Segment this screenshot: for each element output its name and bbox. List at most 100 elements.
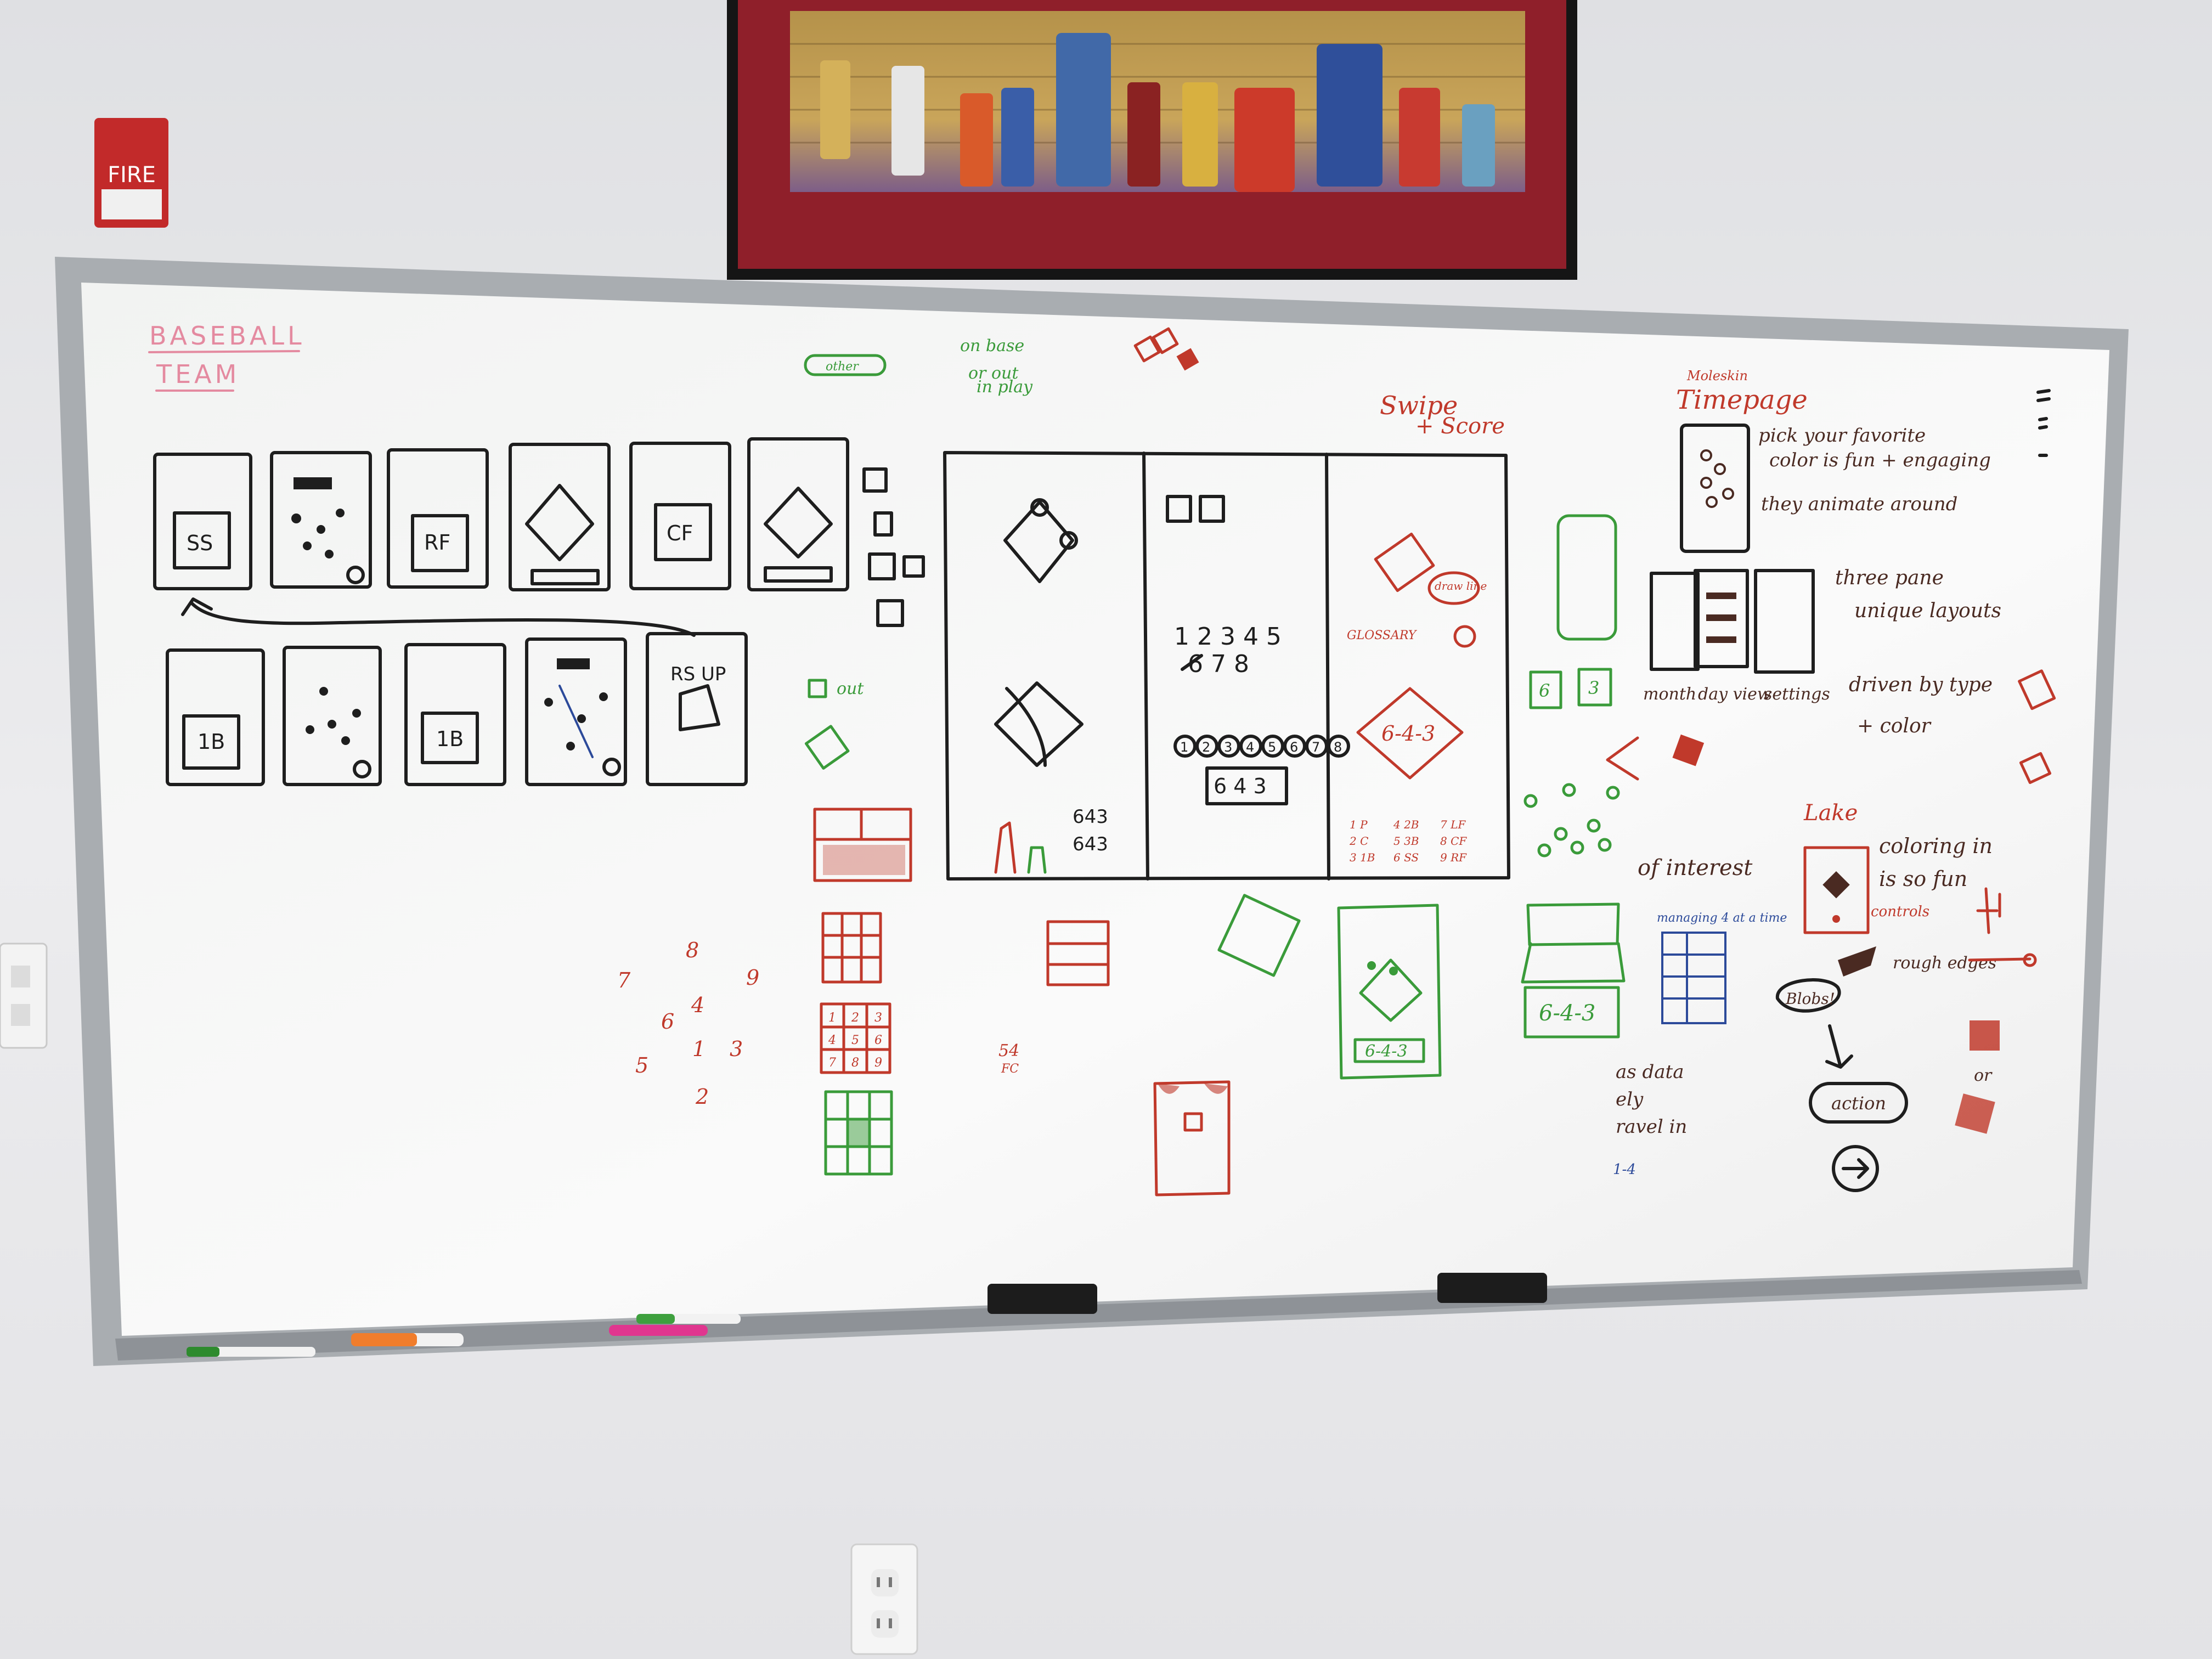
- lake-notes: Lake coloring in is so fun controls roug…: [1775, 669, 2056, 1192]
- circled-box-label: 6 4 3: [1214, 774, 1267, 798]
- rough-edges-note: rough edges: [1893, 953, 1996, 973]
- out-label: out: [837, 679, 864, 698]
- pos-num-9: 9: [746, 966, 759, 990]
- or-label: or: [1974, 1066, 1993, 1085]
- grid-digit-1: 1: [828, 1011, 836, 1025]
- fc-note: FC: [1001, 1062, 1019, 1076]
- circled-digit-1: 1: [1180, 740, 1188, 755]
- dp-label-red: 6-4-3: [1381, 721, 1435, 746]
- timepage-note-1: pick your favorite: [1758, 425, 1926, 447]
- eraser-left: [988, 1284, 1097, 1314]
- blue-note-small: 1-4: [1613, 1161, 1636, 1178]
- small-icon-sketches: [862, 467, 925, 627]
- pos-num-7: 7: [617, 968, 631, 992]
- fire-alarm: FIRE: [94, 118, 168, 228]
- timepage-note-2: color is fun + engaging: [1769, 449, 1991, 471]
- light-switch: [0, 943, 48, 1049]
- marker-tray: [115, 1270, 2082, 1361]
- grid-digit-2: 2: [851, 1011, 859, 1025]
- panel2-numbers-row: 1 2 3 4 5: [1174, 623, 1282, 651]
- wireframe-label-1b-a: 1B: [198, 730, 225, 754]
- fc-num: 54: [998, 1041, 1019, 1060]
- toy-robots: [820, 33, 1495, 192]
- timepage-note-3: they animate around: [1761, 493, 1957, 515]
- blobs-label: Blobs!: [1785, 990, 1835, 1008]
- position-1p: 1 P: [1350, 818, 1368, 831]
- grid-digit-8: 8: [851, 1056, 859, 1070]
- grid-digit-5: 5: [851, 1034, 859, 1047]
- green-box-6: 6: [1539, 680, 1550, 701]
- position-8cf: 8 CF: [1440, 834, 1467, 848]
- driven-by-note-2: + color: [1857, 715, 1932, 737]
- grid-digit-7: 7: [828, 1056, 836, 1070]
- wireframe-label-rf: RF: [424, 531, 450, 555]
- eraser-right: [1437, 1273, 1547, 1303]
- swipe-label: Swipe: [1380, 391, 1458, 420]
- pos-num-6: 6: [661, 1009, 674, 1034]
- fire-alarm-label: FIRE: [108, 162, 156, 188]
- coloring-note-1: coloring in: [1879, 834, 1993, 858]
- red-box-sketches: 1 2 3 4 5 6 7 8 9 54 FC: [813, 808, 1231, 1197]
- whiteboard-surface: [81, 283, 2109, 1336]
- board-title-line2: TEAM: [156, 359, 240, 389]
- wireframes-row-bottom: 1B 1B RS UP: [166, 632, 748, 786]
- board-title-line1: BASEBALL: [149, 321, 305, 351]
- wireframe-label-1b-b: 1B: [436, 727, 464, 751]
- green-dp-2: 6-4-3: [1539, 1001, 1595, 1026]
- power-outlet: [850, 1543, 918, 1655]
- pos-num-2: 2: [695, 1085, 709, 1109]
- pos-num-4: 4: [691, 993, 704, 1017]
- position-42b: 4 2B: [1393, 818, 1419, 831]
- pane-label-settings: settings: [1764, 685, 1830, 704]
- three-pane-note-1: three pane: [1835, 567, 1944, 589]
- framed-poster: [727, 0, 1577, 280]
- panel1-score-a: 643: [1073, 806, 1108, 828]
- green-box-3: 3: [1588, 678, 1599, 698]
- controls-note: controls: [1871, 904, 1929, 920]
- wireframes-row-top: SS RF CF: [153, 437, 849, 591]
- green-dp-1: 6-4-3: [1365, 1042, 1408, 1061]
- pos-num-1: 1: [692, 1037, 706, 1061]
- left-note-2: ely: [1616, 1088, 1644, 1110]
- draw-line-label: draw line: [1435, 579, 1487, 592]
- green-center-sketches: 6-4-3 6 3 6-4-3: [1217, 514, 1626, 1080]
- circled-digit-6: 6: [1290, 740, 1298, 755]
- position-31b: 3 1B: [1350, 851, 1375, 864]
- storyboard-panels: 643 643 1 2 3 4 5 6 7 8 1 2 3 4 5 6 7: [943, 451, 1510, 881]
- green-note-1: on base: [960, 336, 1024, 356]
- circled-digit-2: 2: [1202, 740, 1210, 755]
- grid-digit-6: 6: [874, 1034, 882, 1047]
- left-note-3: ravel in: [1616, 1116, 1687, 1138]
- pane-label-month: month: [1643, 685, 1696, 704]
- green-pill-label: other: [826, 360, 859, 374]
- wireframe-label-cf: CF: [667, 521, 693, 545]
- driven-by-note-1: driven by type: [1849, 674, 1993, 696]
- wireframe-label-rs-up: RS UP: [670, 663, 726, 685]
- positions-list: 1 P 4 2B 7 LF 2 C 5 3B 8 CF 3 1B 6 SS 9 …: [1349, 818, 1467, 864]
- wireframe-label-ss: SS: [187, 531, 213, 555]
- pos-num-5: 5: [635, 1053, 648, 1077]
- managing-note: managing 4 at a time: [1657, 911, 1787, 925]
- position-53b: 5 3B: [1393, 834, 1419, 848]
- green-note-2: or out: [968, 364, 1019, 383]
- green-note-3: in play: [977, 377, 1033, 397]
- action-label: action: [1831, 1093, 1886, 1114]
- position-6ss: 6 SS: [1393, 851, 1419, 864]
- timepage-label: Timepage: [1676, 385, 1808, 415]
- grid-digit-9: 9: [874, 1056, 882, 1070]
- pos-num-3: 3: [730, 1037, 743, 1061]
- panel1-score-b: 643: [1073, 833, 1108, 855]
- coloring-note-2: is so fun: [1879, 867, 1967, 891]
- grid-digit-4: 4: [828, 1034, 836, 1047]
- position-numbers-diagram: 7 8 9 6 4 5 1 3 2: [617, 938, 759, 1109]
- left-note-1: as data: [1616, 1061, 1684, 1083]
- circled-digit-8: 8: [1334, 740, 1342, 755]
- three-pane-note-2: unique layouts: [1854, 600, 2001, 622]
- position-9rf: 9 RF: [1440, 851, 1467, 864]
- green-sketches-left: out: [804, 679, 864, 770]
- pos-num-8: 8: [686, 938, 699, 962]
- red-square-icons: [1133, 327, 1199, 371]
- circled-digit-4: 4: [1246, 740, 1254, 755]
- grid-digit-3: 3: [874, 1011, 882, 1025]
